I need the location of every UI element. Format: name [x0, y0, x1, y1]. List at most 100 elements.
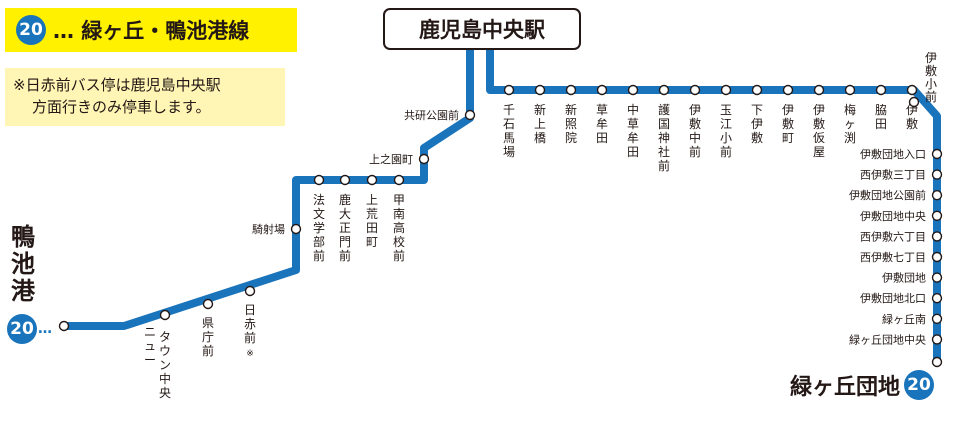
- stop-marker-緑ヶ丘南: [931, 313, 943, 324]
- svg-text:前: 前: [925, 89, 937, 104]
- svg-text:梅: 梅: [844, 102, 856, 117]
- route-line-midorigaoka: [486, 48, 941, 362]
- svg-text:新: 新: [565, 102, 577, 117]
- svg-text:神: 神: [658, 131, 670, 145]
- svg-text:照: 照: [565, 117, 577, 131]
- kamoike-route-badge: 20: [7, 314, 37, 344]
- svg-text:前: 前: [244, 330, 256, 345]
- svg-text:校: 校: [393, 234, 405, 249]
- svg-text:庁: 庁: [202, 330, 214, 344]
- svg-text:敷: 敷: [925, 63, 937, 78]
- svg-text:小: 小: [925, 77, 937, 91]
- svg-text:仮: 仮: [813, 131, 825, 145]
- svg-text:牟: 牟: [596, 116, 608, 131]
- svg-text:中: 中: [159, 371, 171, 386]
- stop-label-日赤前※: 日赤前 ※: [244, 303, 256, 359]
- svg-text:草: 草: [627, 117, 639, 131]
- svg-text:高: 高: [393, 220, 405, 235]
- svg-text:赤: 赤: [244, 317, 256, 331]
- stop-label-草牟田: 草牟田: [596, 103, 608, 145]
- svg-text:荒: 荒: [366, 207, 378, 221]
- svg-text:江: 江: [720, 117, 732, 131]
- stop-marker-伊敷団地中央: [931, 210, 943, 222]
- svg-text:前: 前: [339, 248, 351, 263]
- stop-marker-脇田: [875, 84, 887, 96]
- svg-text:前: 前: [689, 144, 701, 159]
- stop-marker-kamoike-end: [58, 320, 70, 332]
- stop-marker-伊敷団地入口: [931, 148, 943, 160]
- svg-text:ー: ー: [144, 353, 156, 367]
- stop-marker-伊敷団地北口: [931, 293, 943, 304]
- stop-label-伊敷: 伊敷: [906, 103, 918, 131]
- stop-label-ニュータウン中央-1: ニュー: [144, 325, 156, 367]
- svg-text:中: 中: [627, 102, 639, 117]
- stop-label-伊敷町: 伊敷町: [782, 103, 794, 145]
- svg-text:国: 国: [658, 117, 670, 131]
- svg-text:院: 院: [565, 131, 577, 145]
- svg-text:伊: 伊: [751, 117, 763, 131]
- svg-text:伊: 伊: [813, 103, 825, 117]
- midorigaoka-terminal-name: 緑ヶ丘団地: [790, 375, 901, 400]
- stop-note-line2: 方面行きのみ停車します。: [32, 98, 211, 116]
- svg-text:※: ※: [246, 349, 254, 359]
- stop-label-脇田: 脇田: [875, 103, 887, 131]
- svg-text:脇: 脇: [875, 103, 887, 117]
- stop-marker-ニュータウン中央: [159, 309, 171, 321]
- stop-marker-甲南高校前: [393, 174, 405, 186]
- svg-text:学: 学: [313, 220, 325, 235]
- svg-text:上: 上: [366, 193, 378, 207]
- stop-marker-西伊敷六丁目: [931, 231, 943, 242]
- stop-marker-千石馬場: [503, 84, 515, 96]
- svg-text:前: 前: [393, 248, 405, 263]
- kamoike-terminal: 20 …: [7, 314, 52, 344]
- svg-text:前: 前: [313, 248, 325, 263]
- stop-note-line1: ※日赤前バス停は鹿児島中央駅: [13, 76, 221, 94]
- svg-text:鹿: 鹿: [339, 192, 351, 207]
- svg-text:部: 部: [313, 234, 325, 249]
- stop-marker-日赤前※: [244, 285, 256, 297]
- svg-text:小: 小: [720, 131, 732, 145]
- svg-text:田: 田: [875, 117, 887, 131]
- stop-label-緑ヶ丘南: 緑ヶ丘南: [882, 312, 926, 326]
- svg-text:央: 央: [159, 386, 171, 400]
- svg-text:敷: 敷: [689, 116, 701, 131]
- svg-text:中: 中: [689, 130, 701, 145]
- stop-marker-県庁前: [202, 298, 214, 310]
- svg-text:田: 田: [596, 131, 608, 145]
- svg-text:前: 前: [658, 158, 670, 173]
- stop-label-伊敷団地: 伊敷団地: [882, 271, 926, 285]
- stop-marker-西伊敷三丁目: [931, 169, 943, 180]
- svg-text:伊: 伊: [782, 103, 794, 117]
- stop-label-騎射場: 騎射場: [252, 222, 285, 236]
- svg-text:下: 下: [751, 103, 763, 117]
- svg-text:護: 護: [658, 102, 670, 117]
- svg-text:ヶ: ヶ: [844, 117, 856, 131]
- stop-label-伊敷団地入口: 伊敷団地入口: [860, 147, 926, 161]
- stop-label-梅ヶ渕: 梅ヶ渕: [844, 102, 856, 145]
- kamoike-terminal-name: 鴨池港: [11, 223, 35, 305]
- stop-label-西伊敷七丁目: 西伊敷七丁目: [860, 250, 926, 264]
- stop-marker-伊敷中前: [689, 84, 701, 96]
- svg-text:新: 新: [534, 102, 546, 117]
- svg-text:県: 県: [202, 316, 214, 330]
- stop-marker-草牟田: [596, 84, 608, 96]
- stop-label-新上橋: 新上橋: [534, 102, 546, 145]
- svg-text:伊: 伊: [689, 103, 701, 117]
- stop-label-県庁前: 県庁前: [202, 316, 214, 358]
- svg-text:上: 上: [534, 117, 546, 131]
- svg-text:日: 日: [244, 303, 256, 317]
- stop-label-伊敷団地公園前: 伊敷団地公園前: [849, 188, 926, 202]
- svg-text:橋: 橋: [534, 131, 546, 145]
- stop-note: ※日赤前バス停は鹿児島中央駅 方面行きのみ停車します。: [5, 68, 285, 126]
- stop-marker-midorigaoka-end: [931, 356, 943, 368]
